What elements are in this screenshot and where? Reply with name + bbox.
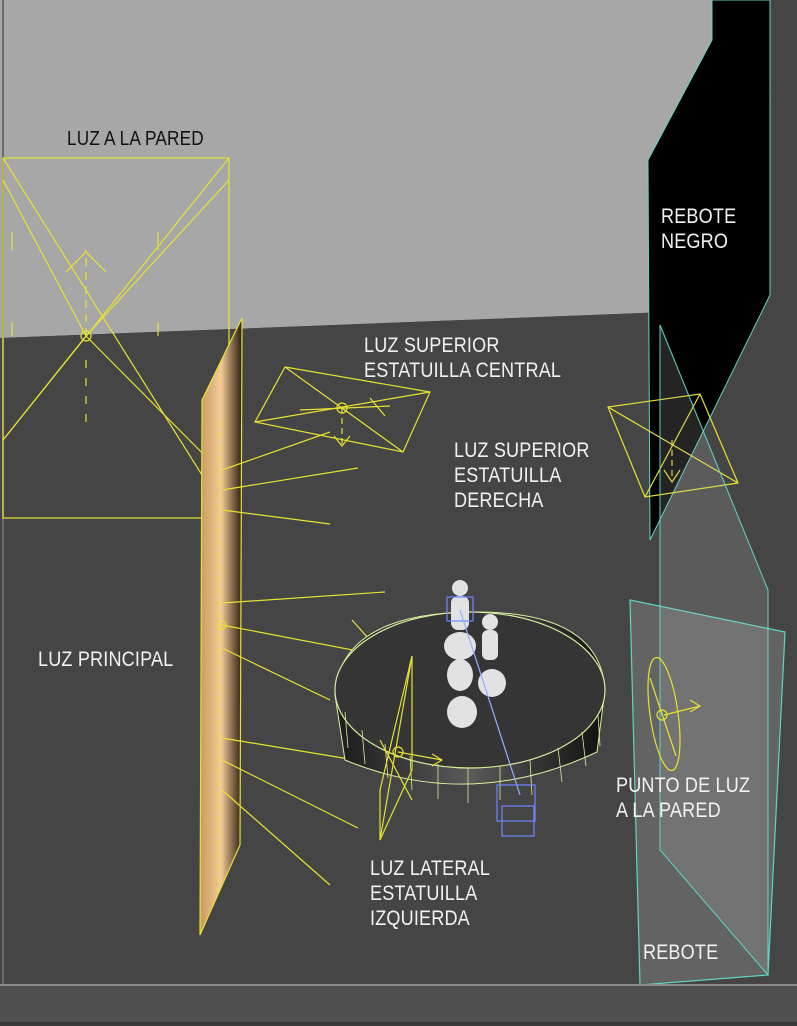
label-side-light-left-line2: ESTATUILLA <box>370 882 478 905</box>
label-top-light-right-line1: LUZ SUPERIOR <box>454 439 590 462</box>
label-top-light-center-line2: ESTATUILLA CENTRAL <box>364 359 562 382</box>
label-black-bounce-line1: REBOTE <box>661 205 737 228</box>
side-light-left-gizmo[interactable] <box>379 655 444 841</box>
label-wall-point-light-line2: A LA PARED <box>616 799 721 822</box>
label-main-light-text: LUZ PRINCIPAL <box>38 648 174 671</box>
wall-point-light-gizmo[interactable] <box>642 656 702 773</box>
label-top-light-center: LUZ SUPERIOR ESTATUILLA CENTRAL <box>364 333 561 383</box>
bounce-panel-inner <box>659 324 769 977</box>
label-wall-point-light-line1: PUNTO DE LUZ <box>616 774 751 797</box>
label-bounce: REBOTE <box>643 940 718 965</box>
label-side-light-left-line3: IZQUIERDA <box>370 907 470 930</box>
main-light-axis <box>217 419 221 901</box>
label-wall-light-text: LUZ A LA PARED <box>67 128 204 150</box>
turntable[interactable] <box>334 611 606 803</box>
main-light-panel[interactable] <box>199 317 243 936</box>
label-black-bounce-line2: NEGRO <box>661 230 729 253</box>
main-light-rays <box>221 431 386 886</box>
main-light-center <box>217 620 227 630</box>
back-wall <box>0 0 720 338</box>
label-main-light: LUZ PRINCIPAL <box>38 647 173 672</box>
top-light-center-gizmo[interactable] <box>254 366 431 453</box>
top-light-right-gizmo[interactable] <box>607 393 739 498</box>
label-side-light-left-line1: LUZ LATERAL <box>370 857 490 880</box>
label-bounce-text: REBOTE <box>643 941 719 964</box>
status-bar-strip <box>0 1022 797 1026</box>
status-bar <box>0 984 797 1026</box>
label-side-light-left: LUZ LATERAL ESTATUILLA IZQUIERDA <box>370 856 490 931</box>
label-wall-point-light: PUNTO DE LUZ A LA PARED <box>616 773 750 823</box>
label-top-light-right-line3: DERECHA <box>454 489 544 512</box>
black-bounce-panel[interactable] <box>647 0 771 541</box>
light-targets[interactable] <box>446 596 536 837</box>
label-top-light-right-line2: ESTATUILLA <box>454 464 562 487</box>
label-black-bounce: REBOTE NEGRO <box>661 204 736 254</box>
label-top-light-center-line1: LUZ SUPERIOR <box>364 334 500 357</box>
label-wall-light: LUZ A LA PARED <box>67 127 204 152</box>
statuettes[interactable] <box>444 580 506 728</box>
label-top-light-right: LUZ SUPERIOR ESTATUILLA DERECHA <box>454 438 590 513</box>
